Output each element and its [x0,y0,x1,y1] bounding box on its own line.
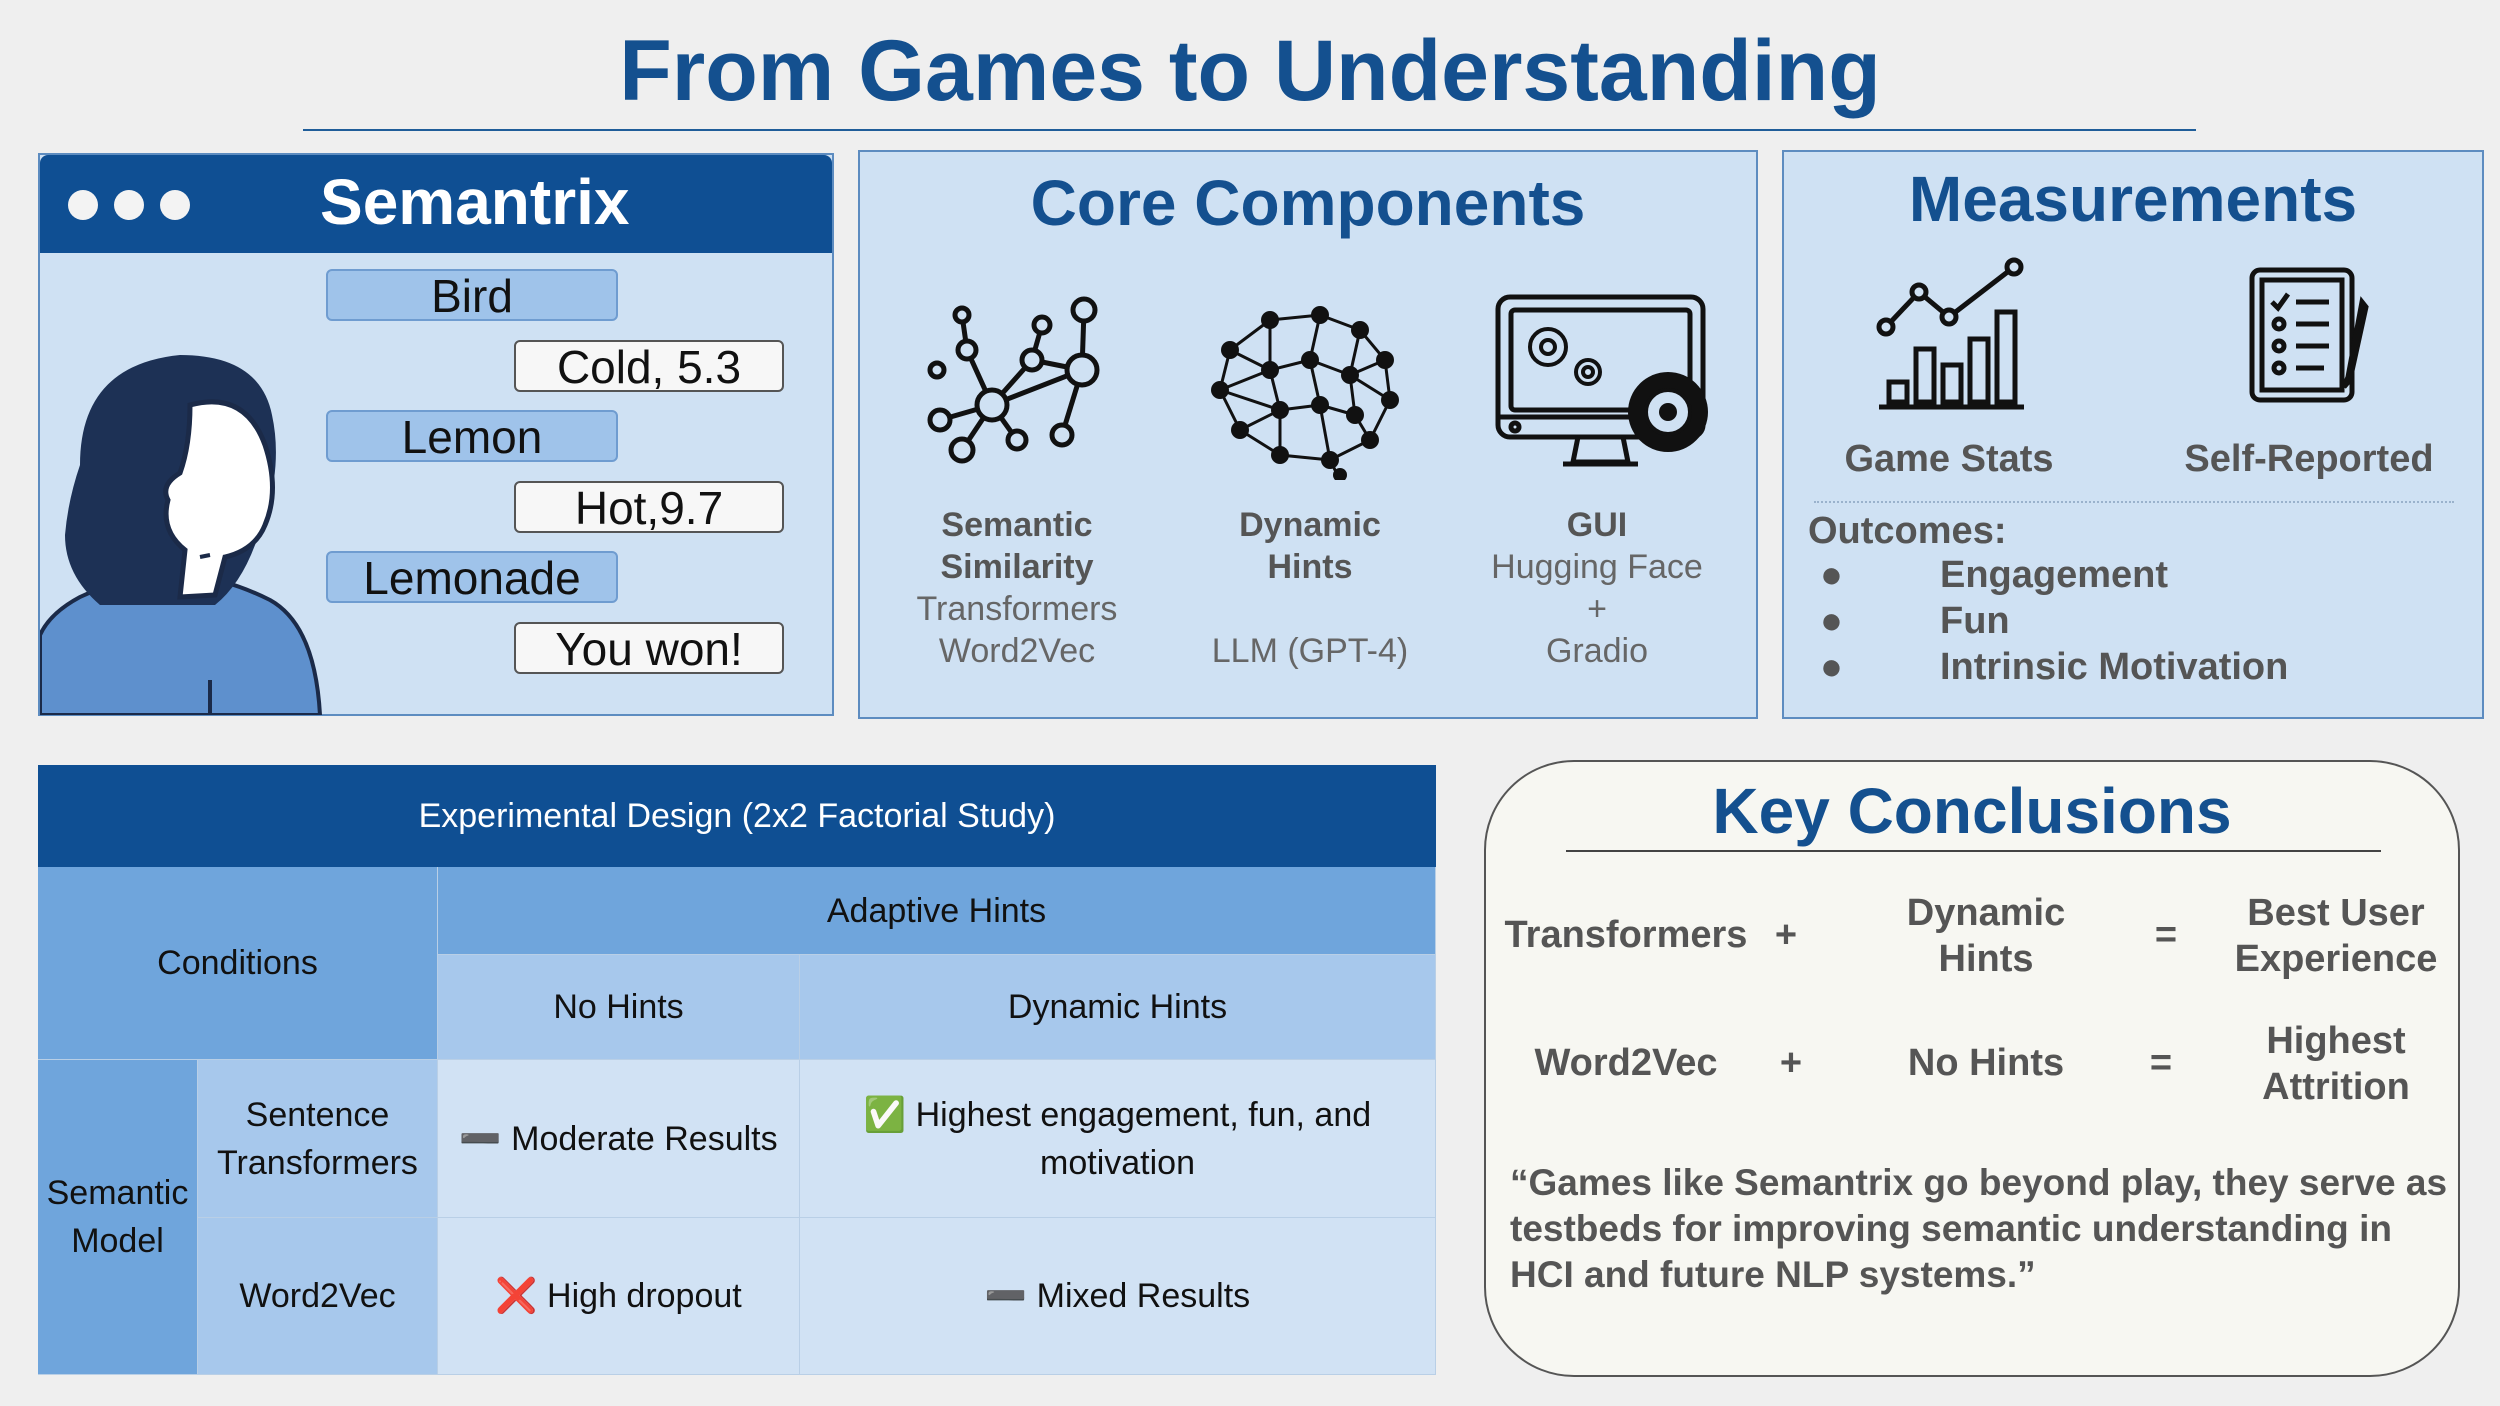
component-heading: Dynamic [1239,506,1381,544]
response-bubble: Hot,9.7 [514,481,784,533]
window-dot-icon [68,190,98,220]
conclusion-term: Dynamic Hints [1906,892,2066,980]
component-detail: Word2Vec [938,632,1096,670]
sentence-transformers-row-header: Sentence Transformers [198,1060,438,1218]
outcomes-label: Outcomes: [1808,510,2007,552]
equals-operator: = [2154,914,2178,956]
component-detail: Gradio [1545,632,1649,670]
outcome-text: Intrinsic Motivation [1940,646,2289,688]
plus-operator: + [1774,914,1798,956]
response-bubble: Cold, 5.3 [514,340,784,392]
conclusion-result: Highest Attrition [2262,1020,2410,1108]
window-titlebar: Semantrix [40,155,832,253]
component-gui: GUI Hugging Face + Gradio [1462,504,1732,672]
experimental-design-table: Experimental Design (2x2 Factorial Study… [38,765,1436,1375]
section-title: Measurements [1908,163,2358,235]
semantrix-window: Semantrix Bird Cold, 5.3 Lemon Hot,9.7 L… [38,153,834,716]
window-title: Semantrix [320,166,630,238]
component-dynamic-hints: Dynamic Hints LLM (GPT-4) [1175,504,1445,672]
self-reported-label: Self-Reported [2184,438,2434,480]
monitor-gears-icon [1495,294,1708,467]
title-divider [303,129,2196,131]
outcome-item: ● Intrinsic Motivation [1820,646,2288,689]
component-heading: Semantic [941,506,1093,544]
outcome-item: ● Fun [1820,600,2010,643]
dynamic-hints-header: Dynamic Hints [800,955,1436,1060]
person-illustration-icon [40,355,323,715]
bullet-icon: ● [1820,554,1843,596]
outcome-text: Engagement [1940,554,2169,596]
conclusion-term: Transformers [1504,914,1748,956]
core-components-panel: Core Components [858,150,1758,719]
component-semantic-similarity: Semantic Similarity Transformers Word2Ve… [882,504,1152,672]
window-dot-icon [160,190,190,220]
guess-bubble: Lemon [326,410,618,462]
conclusion-term: Word2Vec [1534,1042,1718,1084]
semantic-model-header: Semantic Model [38,1060,198,1375]
component-heading: Similarity [940,548,1094,586]
table-cell: ➖ Moderate Results [438,1060,800,1218]
plus-operator: + [1779,1042,1803,1084]
response-bubble: You won! [514,622,784,674]
no-hints-header: No Hints [438,955,800,1060]
conclusion-quote: “Games like Semantrix go beyond play, th… [1510,1162,2448,1295]
brain-network-icon [1211,306,1399,480]
conclusion-term: No Hints [1907,1042,2065,1084]
guess-bubble: Bird [326,269,618,321]
window-dot-icon [114,190,144,220]
measurements-panel: Measurements Game Stats Self-Reported Ou… [1782,150,2484,719]
divider [1814,501,2454,503]
word2vec-row-header: Word2Vec [198,1218,438,1375]
adaptive-hints-header: Adaptive Hints [438,867,1436,955]
equals-operator: = [2149,1042,2173,1084]
network-icon [927,296,1100,464]
divider [1566,850,2381,852]
conclusion-result: Best User Experience [2234,892,2438,980]
conditions-header: Conditions [38,867,438,1060]
game-stats-label: Game Stats [1844,438,2054,480]
component-heading: GUI [1566,506,1628,544]
outcome-item: ● Engagement [1820,554,2168,597]
component-heading: Hints [1267,548,1353,586]
page-title: From Games to Understanding [619,23,1881,119]
component-detail: + [1587,590,1607,628]
outcome-text: Fun [1940,600,2010,642]
component-detail: Hugging Face [1491,548,1703,586]
survey-clipboard-icon [2249,267,2369,403]
bullet-icon: ● [1820,646,1843,688]
bar-chart-icon [1876,257,2024,410]
section-title: Key Conclusions [1712,775,2232,847]
bullet-icon: ● [1820,600,1843,642]
guess-bubble: Lemonade [326,551,618,603]
table-title: Experimental Design (2x2 Factorial Study… [38,765,1436,867]
table-cell: ➖ Mixed Results [800,1218,1436,1375]
section-title: Core Components [1030,167,1586,239]
component-detail: LLM (GPT-4) [1211,632,1409,670]
key-conclusions-panel: Key Conclusions Transformers + Dynamic H… [1484,760,2460,1377]
component-detail: Transformers [916,590,1118,628]
table-cell: ❌ High dropout [438,1218,800,1375]
table-cell: ✅ Highest engagement, fun, and motivatio… [800,1060,1436,1218]
